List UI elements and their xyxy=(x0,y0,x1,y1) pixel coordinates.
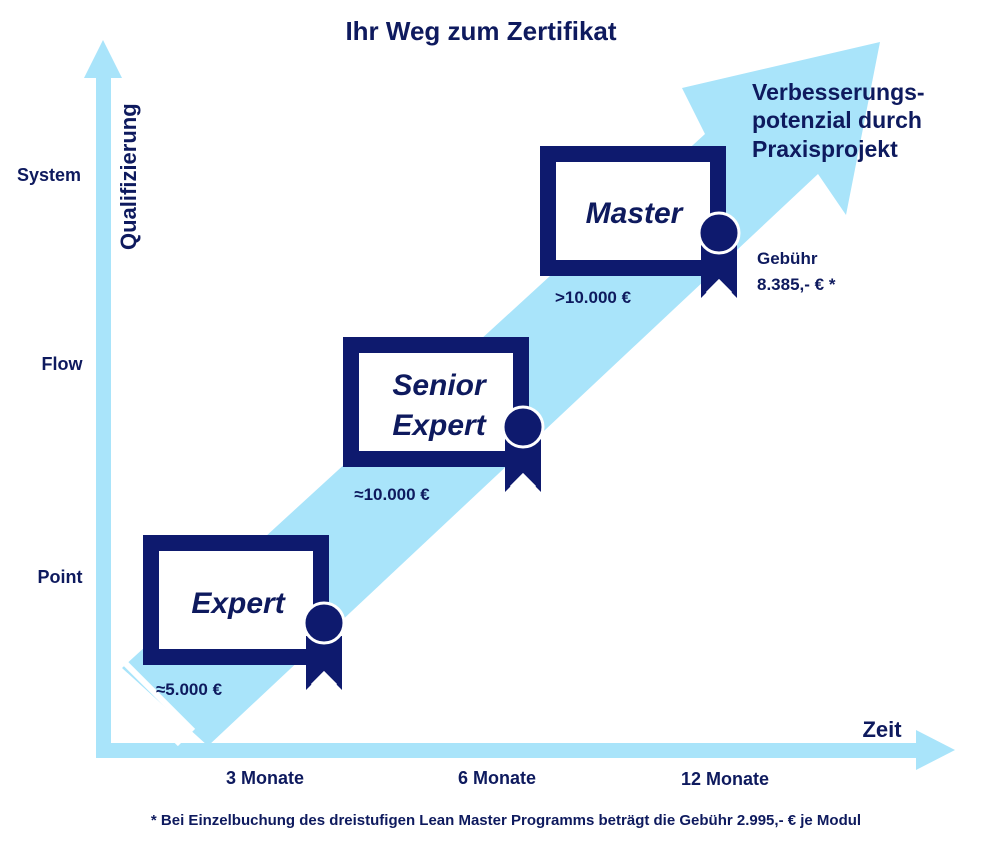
axis-break-mark xyxy=(110,661,196,747)
x-tick-12-months: 12 Monate xyxy=(681,769,769,789)
x-axis-label: Zeit xyxy=(862,717,902,742)
certificate-master-title: Master xyxy=(586,197,685,230)
arrow-label-line2: potenzial durch xyxy=(752,107,922,133)
arrow-label-line3: Praxisprojekt xyxy=(752,136,898,162)
x-axis-arrowhead xyxy=(916,730,955,770)
x-tick-3-months: 3 Monate xyxy=(226,768,304,788)
certificate-senior-expert-title-line2: Expert xyxy=(392,409,487,442)
certificate-expert: Expert xyxy=(143,535,346,690)
y-level-flow: Flow xyxy=(42,354,84,374)
fee-label: Gebühr xyxy=(757,249,818,268)
x-tick-6-months: 6 Monate xyxy=(458,768,536,788)
certificate-master-cost: >10.000 € xyxy=(555,288,632,307)
y-axis-arrowhead xyxy=(84,40,122,78)
certificate-senior-expert-title-line1: Senior xyxy=(392,369,488,402)
x-axis xyxy=(96,730,955,770)
y-axis xyxy=(84,40,122,758)
certificate-senior-expert: Senior Expert xyxy=(343,337,545,492)
certificate-senior-expert-cost: ≈10.000 € xyxy=(354,485,430,504)
certificate-expert-cost: ≈5.000 € xyxy=(156,680,223,699)
diagram-title: Ihr Weg zum Zertifikat xyxy=(345,16,616,46)
y-level-point: Point xyxy=(38,567,83,587)
award-ribbon-icon xyxy=(302,601,346,690)
fee-amount: 8.385,- € * xyxy=(757,275,836,294)
arrow-label-line1: Verbesserungs- xyxy=(752,79,925,105)
award-ribbon-icon xyxy=(697,211,741,298)
footnote: * Bei Einzelbuchung des dreistufigen Lea… xyxy=(151,812,861,829)
award-ribbon-icon xyxy=(501,405,545,492)
certificate-expert-title: Expert xyxy=(191,587,286,620)
y-axis-label: Qualifizierung xyxy=(116,103,141,250)
certificate-master: Master xyxy=(540,146,741,298)
y-level-system: System xyxy=(17,165,81,185)
